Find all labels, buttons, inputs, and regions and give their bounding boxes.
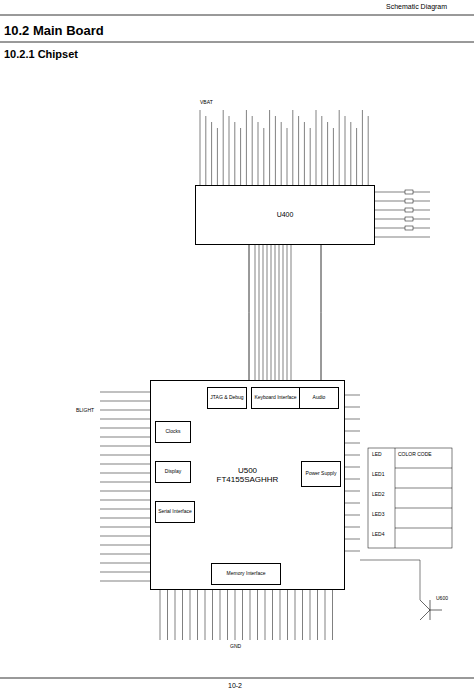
schematic-label: COLOR CODE (398, 452, 432, 458)
node-text: Display (156, 469, 190, 475)
schematic-label: 10.2.1 Chipset (4, 48, 78, 60)
node-text: U400 (196, 211, 374, 219)
function-block: Memory Interface (211, 563, 281, 585)
led-table (368, 448, 452, 548)
schematic-label: BLIGHT (76, 408, 94, 414)
ic-chip: U500FT4155SAGHHRJTAG & DebugKeyboard Int… (150, 380, 345, 590)
bus-wire (321, 245, 322, 380)
text-holder: Audio (300, 395, 338, 401)
schematic-label: LED3 (372, 512, 385, 518)
node-text: Clocks (156, 429, 190, 435)
schematic-label: VBAT (200, 100, 213, 106)
schematic-label: Schematic Diagram (386, 3, 447, 11)
schematic-label: 10-2 (228, 682, 242, 690)
text-holder: Keyboard Interface (252, 395, 299, 401)
ic-chip: U400 (195, 185, 375, 245)
title-rule (0, 42, 474, 43)
text-holder: Clocks (156, 429, 190, 435)
node-text: Audio (300, 395, 338, 401)
schematic-label: LED4 (372, 532, 385, 538)
function-block: Serial Interface (155, 501, 195, 523)
schematic-label: U600 (436, 596, 448, 602)
function-block: Audio (299, 387, 339, 409)
bus-wire (249, 245, 250, 380)
transistor-symbol (420, 600, 442, 620)
node-text: Serial Interface (156, 509, 194, 515)
footer-rule (0, 678, 474, 679)
schematic-label: GND (230, 644, 241, 650)
schematic-label: LED1 (372, 472, 385, 478)
function-block: Display (155, 461, 191, 483)
schematic-label: LED (372, 452, 382, 458)
page-title: 10.2 Main Board (4, 24, 104, 38)
node-text: JTAG & Debug (208, 395, 246, 401)
node-text: Power Supply (302, 471, 340, 477)
schematic-label: LED2 (372, 492, 385, 498)
node-text: Keyboard Interface (252, 395, 299, 401)
function-block: Clocks (155, 421, 191, 443)
table-rule (395, 448, 396, 548)
node-text: Memory Interface (212, 571, 280, 577)
text-holder: U400 (196, 211, 374, 219)
header-rule (0, 15, 474, 16)
text-holder: Power Supply (302, 471, 340, 477)
text-holder: Serial Interface (156, 509, 194, 515)
function-block: Power Supply (301, 461, 341, 487)
function-block: JTAG & Debug (207, 387, 247, 409)
text-holder: JTAG & Debug (208, 395, 246, 401)
pin-wires (100, 110, 452, 640)
text-holder: Memory Interface (212, 571, 280, 577)
text-holder: Display (156, 469, 190, 475)
function-block: Keyboard Interface (251, 387, 300, 409)
